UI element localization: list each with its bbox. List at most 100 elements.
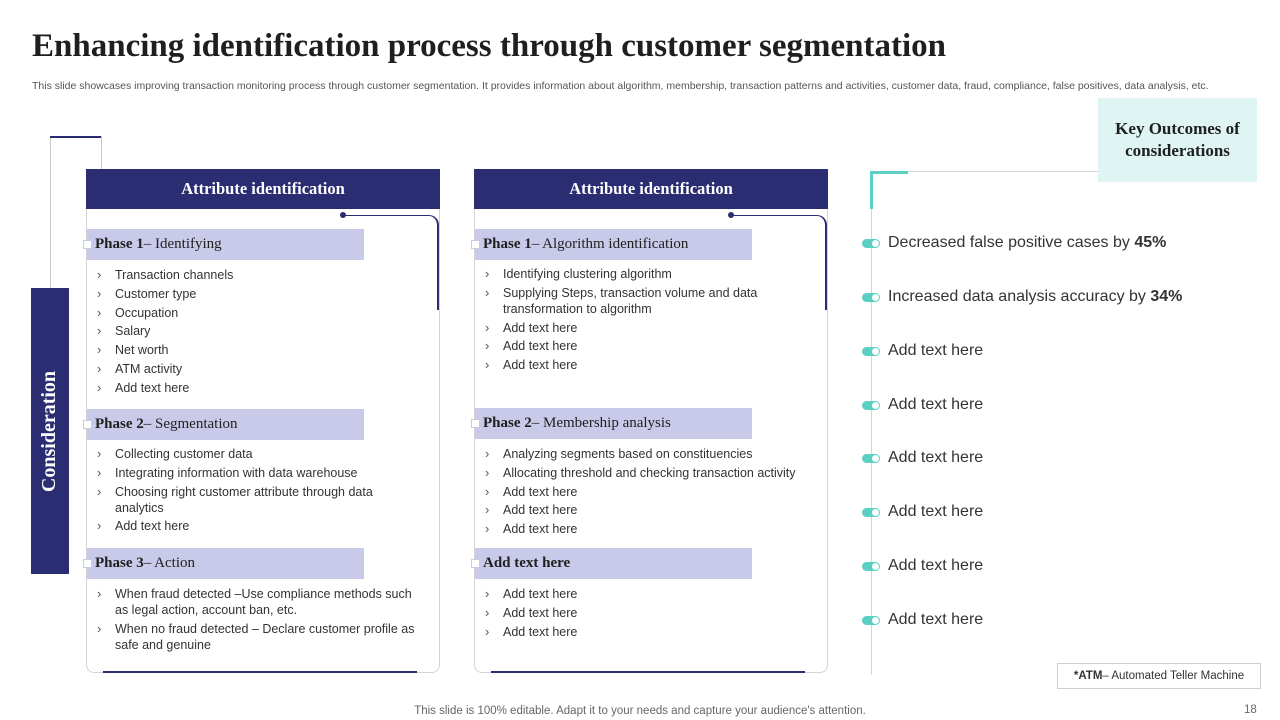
connector-dot — [340, 212, 346, 218]
footnote-definition: – Automated Teller Machine — [1102, 670, 1245, 682]
phase-item-list: Add text here Add text here Add text her… — [485, 586, 805, 642]
atm-footnote: *ATM – Automated Teller Machine — [1057, 663, 1261, 689]
phase-item-list: Analyzing segments based on constituenci… — [485, 446, 805, 540]
phase-label-rest: – Membership analysis — [531, 415, 671, 431]
outcome-item: Decreased false positive cases by 45% — [862, 234, 1166, 252]
consideration-label-bar: Consideration — [31, 288, 69, 574]
list-item: Add text here — [485, 502, 805, 518]
phase-label-bold: Phase 3 — [95, 555, 144, 571]
outcome-text: Add text here — [888, 503, 984, 520]
list-item: Add text here — [485, 338, 805, 354]
list-item: Choosing right customer attribute throug… — [97, 484, 417, 516]
phase-label-bold: Phase 2 — [483, 415, 532, 431]
toggle-pill-icon — [862, 561, 880, 571]
connector-line — [50, 137, 51, 289]
phase-header: Add text here — [471, 548, 752, 579]
phase-item-list: Transaction channels Customer type Occup… — [97, 267, 417, 399]
list-item: Salary — [97, 323, 417, 339]
list-item: Add text here — [485, 605, 805, 621]
phase-label-rest: – Algorithm identification — [531, 236, 689, 252]
phase-header: Phase 3 – Action — [83, 548, 364, 579]
page-subtitle: This slide showcases improving transacti… — [32, 80, 1209, 92]
toggle-pill-icon — [862, 453, 880, 463]
connector-line — [50, 136, 102, 138]
key-outcomes-title: Key Outcomes of considerations — [1098, 98, 1257, 182]
toggle-pill-icon — [862, 238, 880, 248]
page-number: 18 — [1244, 704, 1257, 716]
list-item: Identifying clustering algorithm — [485, 266, 805, 282]
outcome-text: Add text here — [888, 342, 984, 359]
phase-header: Phase 1 – Algorithm identification — [471, 229, 752, 260]
phase-label-bold: Phase 1 — [483, 236, 532, 252]
toggle-pill-icon — [862, 400, 880, 410]
phase-marker — [83, 420, 92, 429]
outcome-item: Add text here — [862, 503, 983, 521]
outcome-item: Add text here — [862, 611, 983, 629]
outcome-text: Decreased false positive cases by 45% — [888, 234, 1167, 251]
outcome-text: Add text here — [888, 396, 984, 413]
outcome-item: Add text here — [862, 449, 983, 467]
phase-label-bold: Phase 2 — [95, 416, 144, 432]
outcomes-accent — [870, 171, 908, 174]
list-item: Occupation — [97, 305, 417, 321]
slide-footer: This slide is 100% editable. Adapt it to… — [414, 705, 866, 717]
connector-dot — [728, 212, 734, 218]
toggle-pill-icon — [862, 507, 880, 517]
list-item: Add text here — [485, 320, 805, 336]
column-connector — [341, 215, 439, 310]
list-item: When no fraud detected – Declare custome… — [97, 621, 417, 653]
list-item: Add text here — [485, 357, 805, 373]
phase-header: Phase 2 – Segmentation — [83, 409, 364, 440]
page-title: Enhancing identification process through… — [32, 28, 946, 64]
list-item: Add text here — [485, 624, 805, 640]
list-item: Allocating threshold and checking transa… — [485, 465, 805, 481]
phase-item-list: Identifying clustering algorithm Supplyi… — [485, 266, 805, 376]
phase-label-rest: – Action — [143, 555, 195, 571]
toggle-pill-icon — [862, 615, 880, 625]
toggle-pill-icon — [862, 346, 880, 356]
list-item: Add text here — [97, 380, 417, 396]
outcome-item: Add text here — [862, 557, 983, 575]
phase-header: Phase 2 – Membership analysis — [471, 408, 752, 439]
outcome-item: Add text here — [862, 396, 983, 414]
phase-item-list: Collecting customer data Integrating inf… — [97, 446, 417, 537]
phase-marker — [471, 240, 480, 249]
attribute-column-1: Attribute identification Phase 1 – Ident… — [83, 169, 440, 673]
phase-marker — [83, 240, 92, 249]
outcomes-accent — [870, 171, 873, 209]
phase-marker — [471, 559, 480, 568]
outcome-text: Add text here — [888, 449, 984, 466]
phase-marker — [471, 419, 480, 428]
list-item: Net worth — [97, 342, 417, 358]
phase-label-rest: – Identifying — [143, 236, 222, 252]
list-item: Add text here — [97, 518, 417, 534]
column-connector — [729, 215, 827, 310]
phase-label-bold: Add text here — [483, 555, 571, 571]
toggle-pill-icon — [862, 292, 880, 302]
list-item: Integrating information with data wareho… — [97, 465, 417, 481]
consideration-label: Consideration — [38, 370, 61, 492]
phase-marker — [83, 559, 92, 568]
list-item: Analyzing segments based on constituenci… — [485, 446, 805, 462]
phase-label-bold: Phase 1 — [95, 236, 144, 252]
list-item: Collecting customer data — [97, 446, 417, 462]
column-header: Attribute identification — [86, 169, 440, 209]
list-item: Customer type — [97, 286, 417, 302]
column-bottom-rule — [103, 671, 417, 673]
phase-label-rest: – Segmentation — [143, 416, 238, 432]
list-item: Add text here — [485, 521, 805, 537]
list-item: Add text here — [485, 484, 805, 500]
outcome-text: Add text here — [888, 557, 984, 574]
list-item: When fraud detected –Use compliance meth… — [97, 586, 417, 618]
outcome-item: Add text here — [862, 342, 983, 360]
footnote-abbr: *ATM — [1073, 670, 1103, 682]
attribute-column-2: Attribute identification Phase 1 – Algor… — [471, 169, 828, 673]
outcomes-line — [871, 172, 872, 675]
outcome-text: Increased data analysis accuracy by 34% — [888, 288, 1183, 305]
list-item: Supplying Steps, transaction volume and … — [485, 285, 805, 317]
outcome-text: Add text here — [888, 611, 984, 628]
connector-line — [101, 136, 102, 170]
phase-header: Phase 1 – Identifying — [83, 229, 364, 260]
list-item: ATM activity — [97, 361, 417, 377]
list-item: Transaction channels — [97, 267, 417, 283]
